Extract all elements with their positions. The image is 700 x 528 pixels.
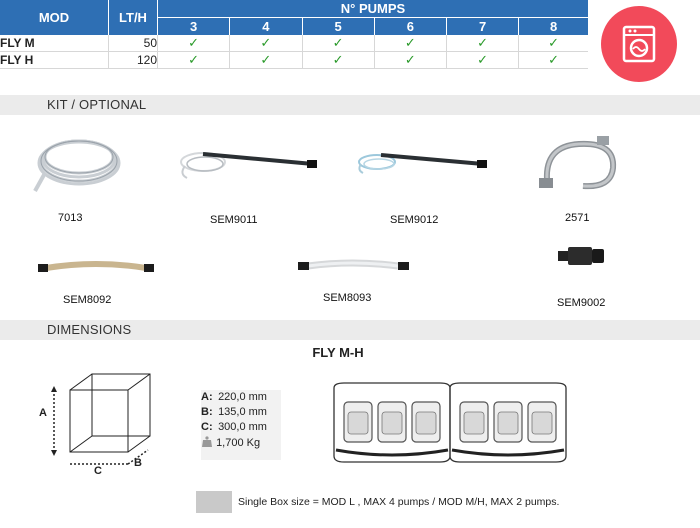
accessory-code: SEM8093 [323,292,372,304]
dimensions-section-bar: DIMENSIONS [0,320,700,340]
kit-section-title: KIT / OPTIONAL [47,97,147,112]
legend-text: Single Box size = MOD L , MAX 4 pumps / … [238,496,560,508]
check-icon: ✓ [302,35,375,52]
peristaltic-tube-image [38,261,154,272]
check-icon: ✓ [446,51,520,69]
dimensions-section-title: DIMENSIONS [47,322,132,337]
table-row: FLY M 50 ✓ ✓ ✓ ✓ ✓ ✓ [0,35,588,52]
suction-lance-clear-image [358,153,487,174]
flow-rate: 50 [108,35,158,52]
dimension-b: B: 135,0 mm [201,406,267,418]
coiled-tube-image [33,139,121,192]
model-name: FLY M [0,35,109,52]
header-pump-count: 5 [302,17,375,35]
peristaltic-tube-clear-image [298,259,409,270]
drain-hose-image [539,136,617,190]
header-mod: MOD [0,0,109,35]
connector-image [558,247,604,265]
check-icon: ✓ [374,51,448,69]
accessory-code: SEM9011 [210,214,258,226]
header-pumps: N° PUMPS [157,0,588,18]
flow-rate: 120 [108,51,158,69]
check-icon: ✓ [446,35,520,52]
check-icon: ✓ [157,51,231,69]
accessory-code: SEM9012 [390,214,439,226]
model-name: FLY H [0,51,109,69]
dimension-weight: 1,700 Kg [201,436,281,451]
product-title: FLY M-H [312,345,364,360]
check-icon: ✓ [229,35,303,52]
check-icon: ✓ [302,51,375,69]
check-icon: ✓ [518,35,588,52]
accessory-code: SEM8092 [63,294,112,306]
box-dimensions-diagram [51,373,151,465]
check-icon: ✓ [157,35,231,52]
accessory-code: SEM9002 [557,297,606,309]
washing-machine-icon [622,25,656,63]
dimension-values: A: 220,0 mm B: 135,0 mm C: 300,0 mm 1,70… [201,391,281,451]
header-pump-count: 7 [446,17,520,35]
dimension-a: A: 220,0 mm [201,391,267,403]
kg-weight-icon [202,436,212,447]
kit-section-bar: KIT / OPTIONAL [0,95,700,115]
check-icon: ✓ [518,51,588,69]
header-pump-count: 4 [229,17,303,35]
header-pump-count: 8 [518,17,588,35]
check-icon: ✓ [229,51,303,69]
accessory-code: 2571 [565,212,590,224]
pumps-table: MOD LT/H N° PUMPS 3 4 5 6 7 8 FLY M 50 ✓… [0,0,588,69]
accessory-code: 7013 [58,212,83,224]
header-lt: LT/H [108,0,158,35]
check-icon: ✓ [374,35,448,52]
dimension-c: C: 300,0 mm [201,421,267,433]
washing-machine-badge [601,6,677,82]
box-label-c: C [94,465,102,477]
header-pump-count: 6 [374,17,448,35]
header-pump-count: 3 [157,17,231,35]
dimension-values-panel [201,390,281,460]
box-label-b: B [134,457,142,469]
box-label-a: A [39,407,47,419]
legend-swatch [196,491,232,513]
suction-lance-image [180,152,317,179]
product-image [333,382,567,463]
table-row: FLY H 120 ✓ ✓ ✓ ✓ ✓ ✓ [0,51,588,69]
